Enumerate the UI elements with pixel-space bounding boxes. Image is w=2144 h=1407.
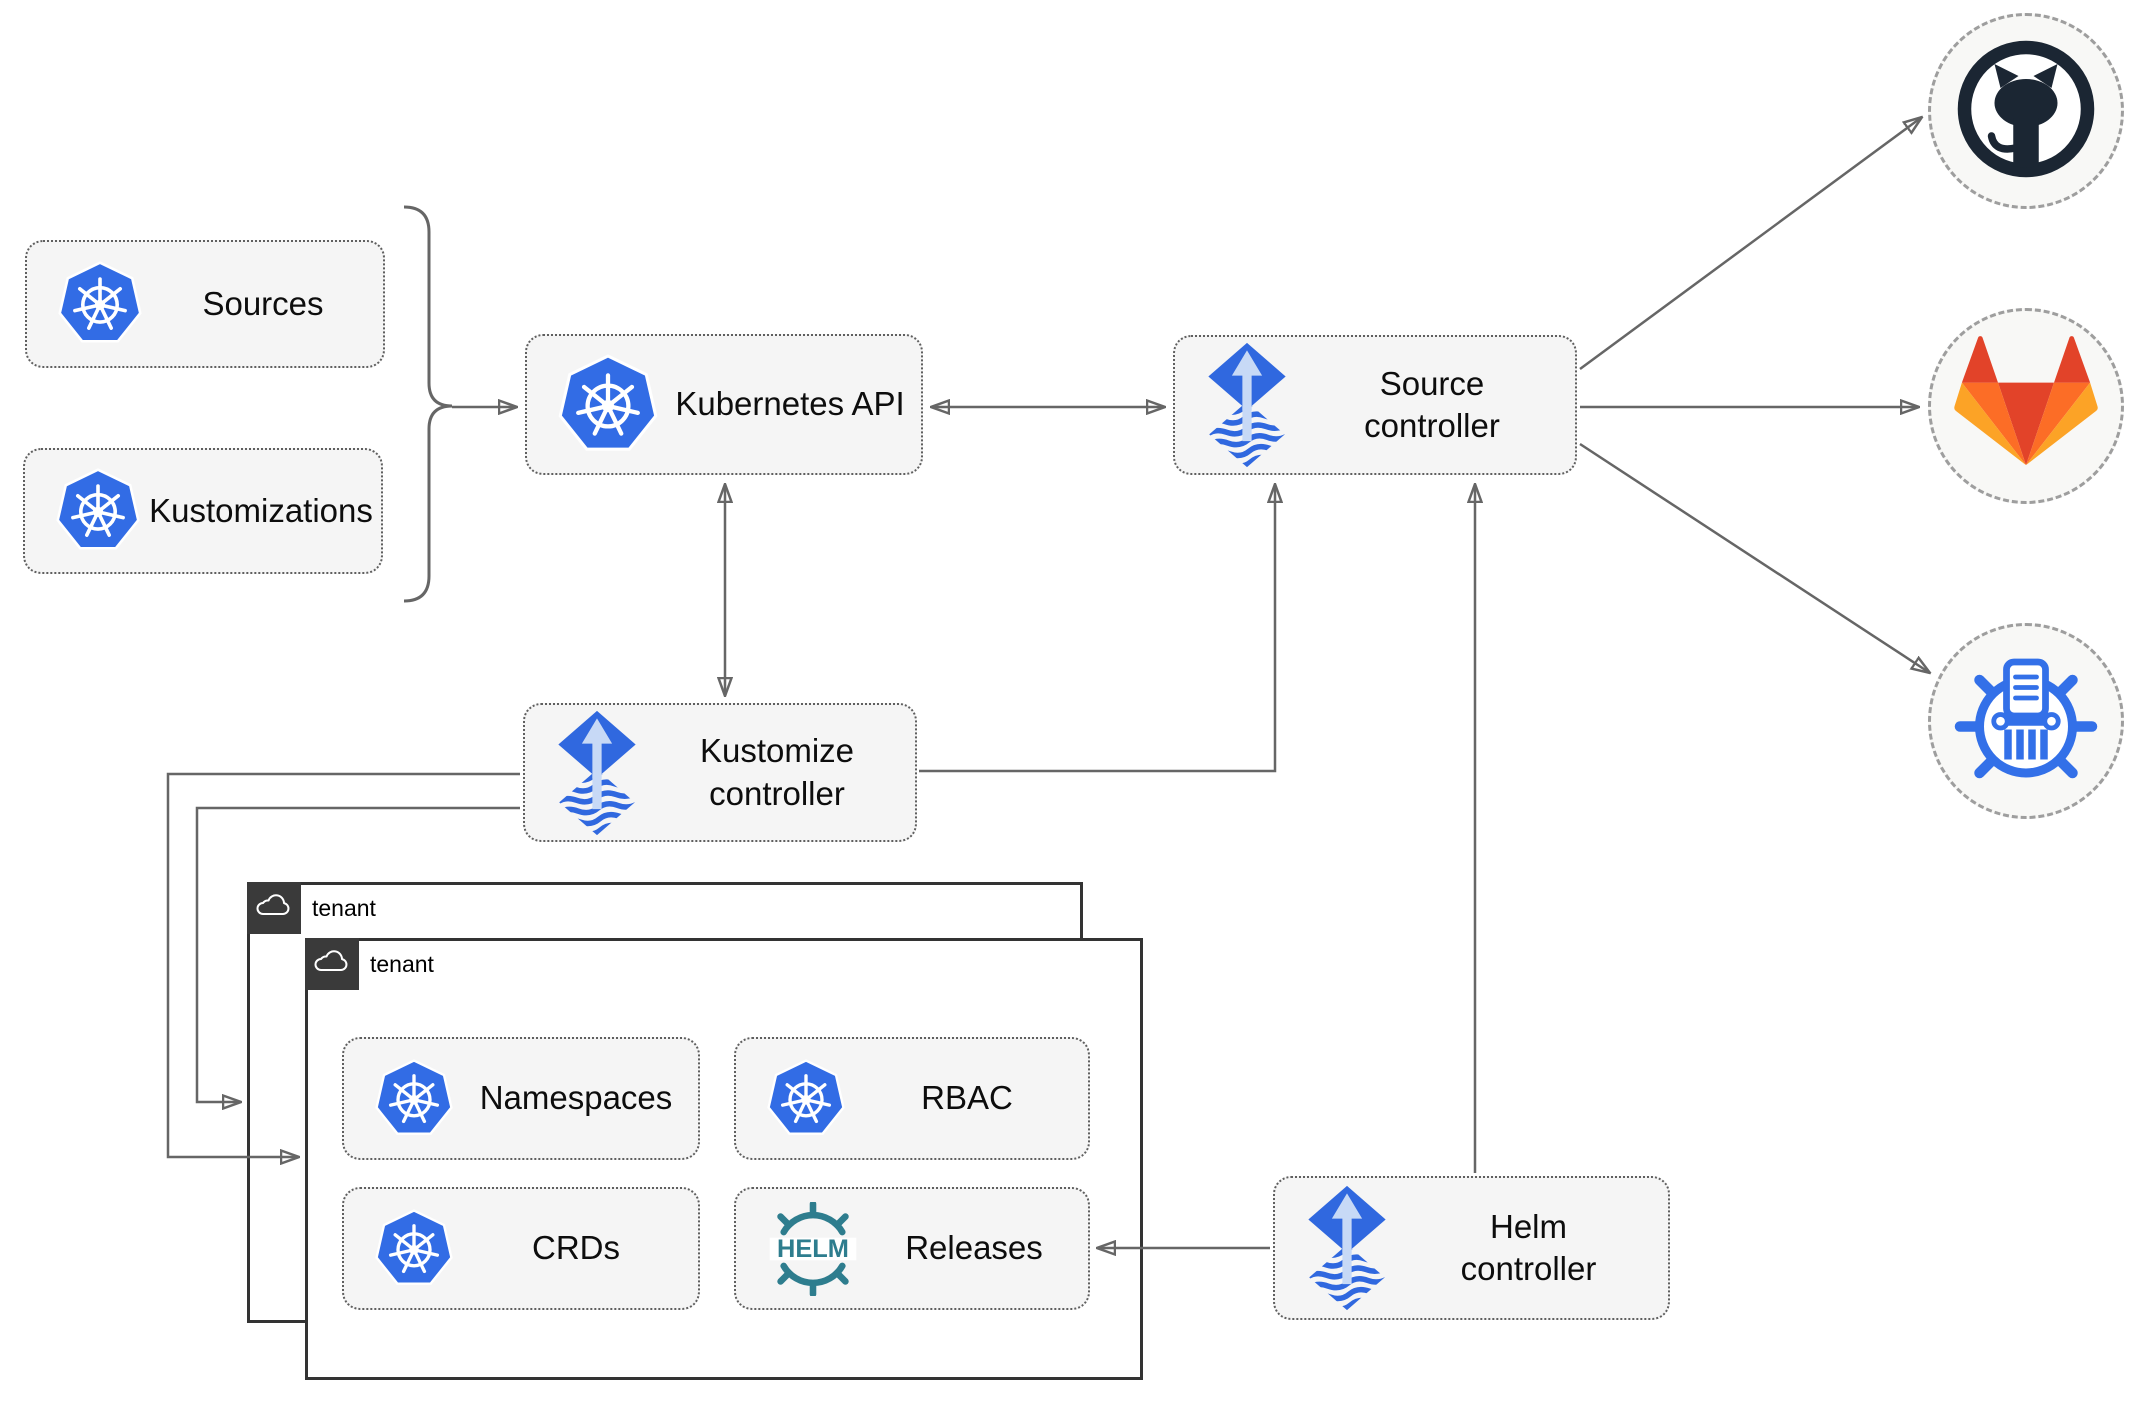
- flux-icon: [555, 710, 639, 836]
- helm-wheel-icon: HELM: [766, 1201, 860, 1296]
- chartmuseum-icon: [1951, 644, 2101, 799]
- kubernetes-wheel-icon: [374, 1209, 454, 1289]
- node-kustomizations: Kustomizations: [23, 448, 383, 574]
- node-label: Kustomizations: [149, 491, 373, 529]
- kubernetes-wheel-icon: [57, 261, 143, 347]
- cloud-icon: [312, 948, 352, 981]
- node-label: CRDs: [532, 1229, 620, 1267]
- edge-source-to-github: [1579, 117, 1922, 371]
- node-helm-controller: Helm controller: [1273, 1176, 1670, 1320]
- edge-kustomize-to-source: [919, 484, 1275, 773]
- cloud-tab: [247, 882, 301, 934]
- node-label: Kubernetes API: [675, 385, 905, 423]
- helm-logo-text: HELM: [777, 1234, 849, 1262]
- node-label: RBAC: [921, 1079, 1013, 1117]
- edge-source-to-chartmuseum: [1579, 442, 1930, 673]
- flux-icon: [1305, 1185, 1389, 1311]
- kubernetes-wheel-icon: [374, 1059, 454, 1139]
- github-octocat-icon: [1951, 34, 2101, 189]
- node-source-controller: Source controller: [1173, 335, 1577, 475]
- kubernetes-wheel-icon: [55, 468, 141, 554]
- repo-gitlab: [1928, 308, 2124, 504]
- repo-github: [1928, 13, 2124, 209]
- node-kustomize-controller: Kustomize controller: [523, 703, 917, 842]
- node-crds: CRDs: [342, 1187, 700, 1310]
- node-kubernetes-api: Kubernetes API: [525, 334, 923, 475]
- node-label: Namespaces: [479, 1079, 673, 1117]
- node-label: Source controller: [1364, 364, 1500, 444]
- tenant-label: tenant: [370, 950, 434, 977]
- tenant-label: tenant: [312, 894, 376, 921]
- node-sources: Sources: [25, 240, 385, 368]
- gitlab-tanuki-icon: [1952, 334, 2100, 479]
- node-label: Releases: [905, 1229, 1043, 1267]
- node-rbac: RBAC: [734, 1037, 1090, 1160]
- kubernetes-wheel-icon: [766, 1059, 846, 1139]
- brace-sources-group: [403, 205, 453, 603]
- node-namespaces: Namespaces: [342, 1037, 700, 1160]
- kubernetes-wheel-icon: [557, 354, 659, 456]
- node-label: Helm controller: [1460, 1207, 1597, 1287]
- flux-icon: [1205, 342, 1289, 468]
- cloud-icon: [254, 892, 294, 925]
- cloud-tab: [305, 938, 359, 990]
- node-releases: HELM Releases: [734, 1187, 1090, 1310]
- repo-chartmuseum: [1928, 623, 2124, 819]
- node-label: Kustomize controller: [699, 732, 855, 812]
- node-label: Sources: [202, 284, 324, 322]
